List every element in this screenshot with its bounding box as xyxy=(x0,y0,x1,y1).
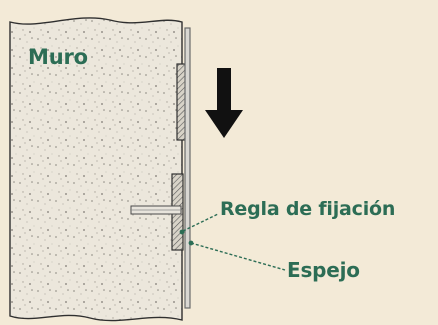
wall xyxy=(9,17,183,322)
wall-label: Muro xyxy=(28,45,88,69)
arrow-down-icon xyxy=(205,68,243,138)
fixing-rule-label: Regla de fijación xyxy=(220,198,396,220)
mirror-leader-line xyxy=(190,242,286,271)
rule-leader-line xyxy=(182,213,219,232)
mirror-label: Espejo xyxy=(287,258,360,282)
mirror-panel xyxy=(184,27,191,309)
